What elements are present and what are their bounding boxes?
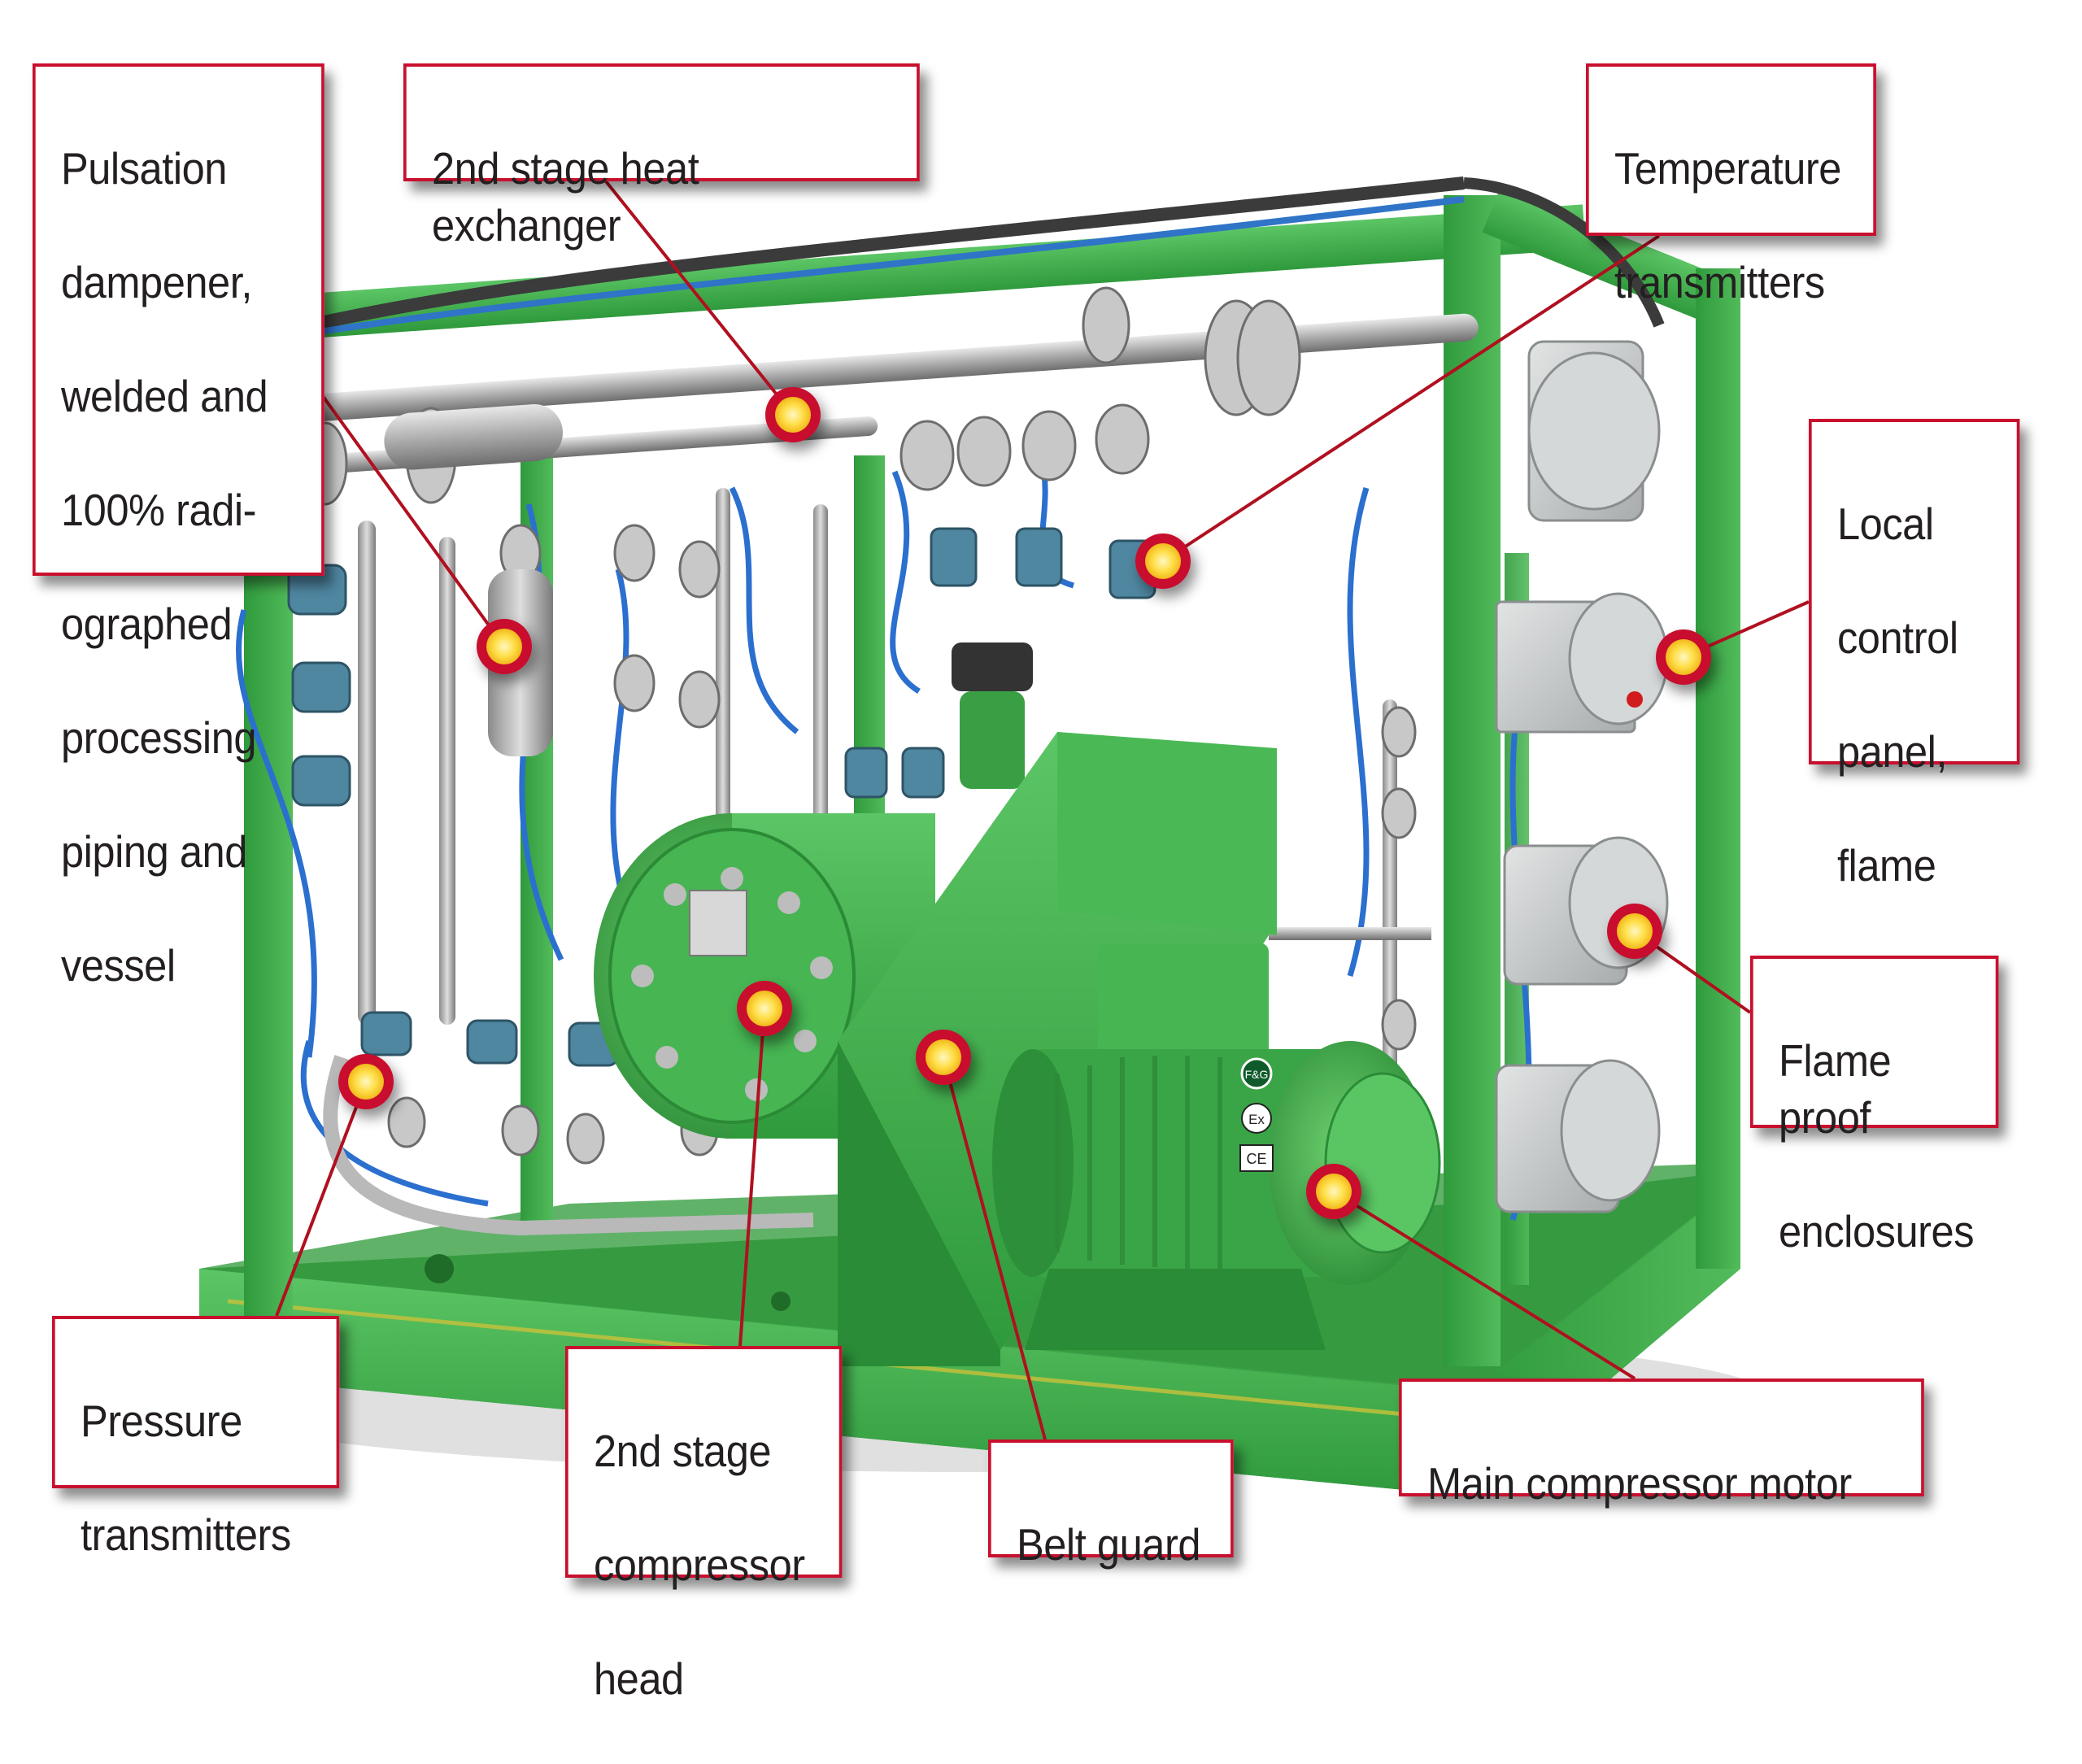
callout-line: flame [1836, 840, 1936, 891]
callout-line: enclosures [1778, 1206, 1975, 1257]
callout-line: dampener, [60, 257, 252, 307]
motor-brand-text: F&G [1245, 1068, 1269, 1081]
callout-line: panel, [1836, 726, 1948, 777]
motor-nameplate: F&G Ex CE [1239, 1057, 1274, 1172]
callout-heat-exchanger: 2nd stage heat exchanger [403, 63, 920, 250]
main-compressor-motor: F&G Ex CE [992, 943, 1441, 1350]
callout-line: vessel [60, 940, 176, 991]
leader-temperature-transmitters [1161, 234, 1661, 563]
leader-main-motor [1332, 1190, 1636, 1380]
cable-tray [307, 176, 1665, 337]
ex-mark-text: Ex [1248, 1112, 1265, 1127]
callout-temperature-transmitters: Temperature transmitters [1586, 63, 1876, 307]
main-motor-marker [1306, 1164, 1361, 1219]
leader-heat-exchanger [604, 180, 795, 416]
heat-exchanger-marker [765, 387, 821, 442]
leader-pulsation-dampener [299, 364, 506, 648]
callout-pressure-transmitters: Pressure transmitters [52, 1316, 340, 1560]
callout-main-motor: Main compressor motor [1399, 1379, 1924, 1509]
callout-line: welded and [60, 371, 268, 421]
pulsation-dampener-marker [477, 619, 532, 674]
flame-proof-enclosures-marker [1607, 904, 1662, 959]
callout-line: Main compressor motor [1426, 1458, 1852, 1509]
compressor-package-illustration: F&G Ex CE [179, 176, 1810, 1496]
belt-guard [838, 732, 1277, 1366]
callout-markers [338, 387, 1711, 1219]
leader-belt-guard [942, 1056, 1047, 1440]
callout-flame-proof-enclosures: Flame proof enclosures [1750, 956, 1999, 1257]
callout-line: Belt guard [1016, 1519, 1201, 1570]
compressor-head [594, 642, 1033, 1139]
ce-mark-text: CE [1246, 1151, 1266, 1167]
callout-pulsation-dampener: Pulsation dampener, welded and 100% radi… [33, 63, 324, 991]
callout-line: 100% radi- [60, 485, 257, 535]
callout-line: Pulsation [60, 143, 227, 194]
callout-line: Flame proof [1778, 1035, 1892, 1143]
callout-line: control [1836, 612, 1958, 663]
pressure-transmitters-marker [338, 1054, 394, 1109]
callout-line: 2nd stage [593, 1426, 772, 1476]
callout-belt-guard: Belt guard [988, 1440, 1234, 1570]
belt-guard-marker [916, 1030, 971, 1085]
callout-line: processing [60, 712, 257, 763]
flame-proof-enclosures [1495, 340, 1669, 1213]
callout-line: transmitters [80, 1509, 291, 1560]
callout-line: Pressure [80, 1396, 242, 1446]
callout-line: Temperature [1614, 143, 1841, 194]
callout-line: head [593, 1653, 684, 1704]
temperature-transmitters-marker [1135, 534, 1191, 589]
callout-line: transmitters [1614, 257, 1825, 307]
leader-compressor-head [738, 1008, 766, 1347]
leader-pressure-transmitters [275, 1081, 368, 1317]
compressor-head-marker [737, 981, 792, 1036]
pulsation-dampener-vessel [384, 404, 563, 756]
callout-line: Local [1836, 499, 1934, 549]
callout-line: compressor [593, 1540, 805, 1590]
callout-local-control-panel: Local control panel, flame proof [1809, 419, 2020, 1004]
callout-line: 2nd stage heat exchanger [431, 143, 699, 250]
callout-line: piping and [60, 826, 247, 877]
local-control-panel-marker [1656, 629, 1711, 685]
callout-compressor-head: 2nd stage compressor head [565, 1346, 843, 1704]
callout-line: ographed [60, 599, 233, 649]
